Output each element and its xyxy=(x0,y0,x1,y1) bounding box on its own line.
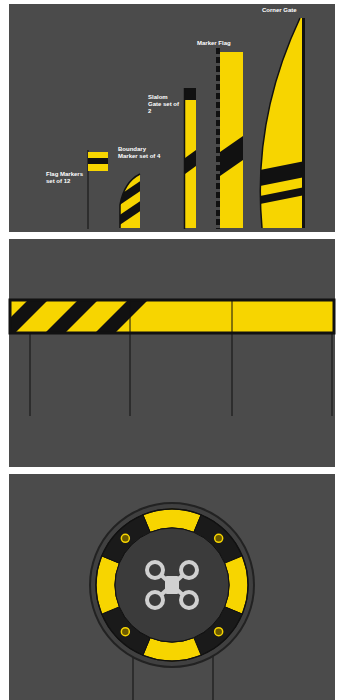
drone-icon xyxy=(147,562,197,608)
part-label: Flag Markers set of 12 xyxy=(46,171,84,185)
panel xyxy=(9,4,335,232)
marker-flag xyxy=(218,48,243,229)
ring-outline xyxy=(96,509,248,661)
part-label: Corner Gate xyxy=(262,7,297,14)
corner-gate xyxy=(250,15,310,230)
slalom-gate xyxy=(185,88,197,229)
boundary-marker xyxy=(118,170,145,230)
bolt xyxy=(121,628,129,636)
landing-pad xyxy=(90,503,254,700)
panel xyxy=(9,474,335,700)
bolt xyxy=(215,534,223,542)
part-label: Marker Flag xyxy=(197,40,231,47)
panel xyxy=(9,239,335,467)
bolt xyxy=(121,534,129,542)
flag-marker xyxy=(88,150,108,229)
part-label: Slalom Gate set of 2 xyxy=(148,94,182,115)
barrier xyxy=(10,300,334,416)
bolt xyxy=(215,628,223,636)
part-label: Boundary Marker set of 4 xyxy=(118,146,162,160)
